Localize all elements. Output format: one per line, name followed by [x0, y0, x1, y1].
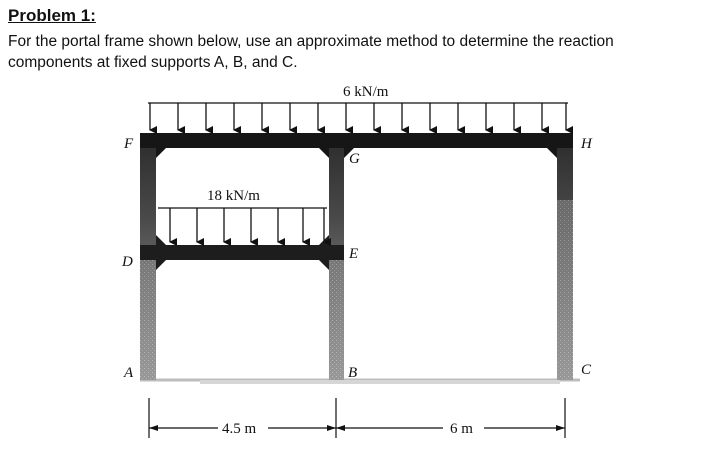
dim-arrowhead — [336, 425, 345, 431]
top-load-label: 6 kN/m — [343, 84, 389, 100]
joint-label-H: H — [580, 136, 593, 152]
dim-arrowhead — [556, 425, 565, 431]
top-distributed-load — [148, 102, 573, 134]
joint-label-E: E — [348, 246, 358, 262]
haunch — [156, 148, 166, 158]
joint-label-A: A — [123, 365, 134, 381]
haunch — [547, 148, 557, 158]
haunch — [319, 260, 329, 270]
dimension-label-left-span: 4.5 m — [222, 421, 257, 437]
column-texture — [140, 260, 156, 380]
joint-label-D: D — [121, 254, 133, 270]
lower-distributed-load — [158, 207, 331, 246]
haunch — [156, 235, 166, 245]
ground-hatch — [200, 380, 560, 384]
lower-beam-DE — [140, 245, 344, 260]
haunch — [319, 148, 329, 158]
lower-load-label: 18 kN/m — [207, 188, 260, 204]
joint-label-G: G — [349, 151, 360, 167]
dim-arrowhead — [327, 425, 336, 431]
dimension-lines — [148, 398, 566, 438]
top-beam-FH — [140, 133, 573, 148]
haunch — [344, 148, 354, 158]
joint-label-F: F — [123, 136, 134, 152]
haunch — [156, 260, 166, 270]
problem-heading: Problem 1: — [8, 6, 96, 25]
problem-statement: For the portal frame shown below, use an… — [8, 33, 614, 71]
dimension-label-right-span: 6 m — [450, 421, 473, 437]
joint-label-C: C — [581, 362, 592, 378]
column-texture — [329, 260, 344, 380]
dim-arrowhead — [149, 425, 158, 431]
joint-label-B: B — [348, 365, 357, 381]
column-texture — [557, 200, 573, 380]
